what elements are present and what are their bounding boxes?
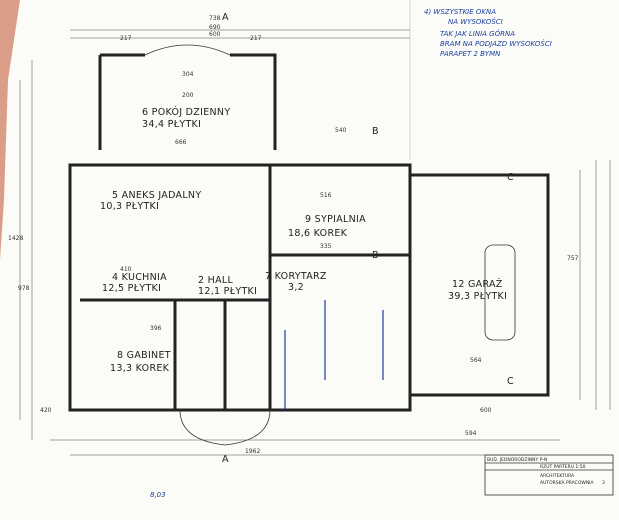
scan-edge-marking <box>0 0 20 260</box>
room-7-area: 39,3 PŁYTKI <box>448 291 507 302</box>
car-symbol <box>484 244 516 341</box>
svg-text:A: A <box>222 454 229 465</box>
room-6-area: 3,2 <box>288 282 304 293</box>
room-4-area: 12,5 PŁYTKI <box>102 283 161 294</box>
svg-text:335: 335 <box>320 243 332 250</box>
svg-text:600: 600 <box>480 407 492 414</box>
svg-text:304: 304 <box>182 71 194 78</box>
walls <box>68 44 550 446</box>
svg-text:594: 594 <box>465 430 477 437</box>
svg-text:540: 540 <box>335 127 347 134</box>
svg-text:738: 738 <box>209 15 221 22</box>
title-discipline: ARCHITEKTURA <box>540 473 575 479</box>
title-block: BUD. JEDNORODZINNY P-N RZUT PARTERU 1:50… <box>484 454 614 496</box>
svg-text:B: B <box>372 250 379 261</box>
svg-text:410: 410 <box>120 266 132 273</box>
svg-text:1962: 1962 <box>245 448 260 455</box>
room-1-area: 34,4 PŁYTKI <box>142 119 201 130</box>
svg-text:396: 396 <box>150 325 162 332</box>
svg-text:516: 516 <box>320 192 332 199</box>
title-sheet-number: 3 <box>602 480 605 486</box>
svg-text:690: 690 <box>209 24 221 31</box>
title-studio: AUTORSKA PRACOWNIA <box>540 480 595 486</box>
room-8-area: 13,3 KOREK <box>110 363 170 374</box>
dimension-lines <box>19 29 611 456</box>
room-7-name: 12 GARAŻ <box>452 279 503 290</box>
note-dimension: 8,03 <box>150 491 166 499</box>
room-6-name: 7 KORYTARZ <box>265 271 327 282</box>
room-8-name: 8 GABINET <box>117 350 171 361</box>
section-markers: A A B B C C <box>222 12 514 465</box>
svg-text:217: 217 <box>250 35 262 42</box>
svg-text:600: 600 <box>209 31 221 38</box>
svg-text:978: 978 <box>18 285 30 292</box>
note-line-3: TAK JAK LINIA GÓRNA <box>440 29 515 38</box>
room-3-area: 18,6 KOREK <box>288 228 348 239</box>
room-5-name: 2 HALL <box>198 275 233 286</box>
dimension-values: 738 690 600 217 217 304 200 666 540 516 … <box>8 15 579 455</box>
note-line-2: NA WYSOKOŚCI <box>448 17 503 26</box>
blue-markup-lines <box>284 300 384 410</box>
room-1-name: 6 POKÓJ DZIENNY <box>142 106 230 118</box>
room-2-area: 10,3 PŁYTKI <box>100 201 159 212</box>
svg-text:1428: 1428 <box>8 235 23 242</box>
title-project: BUD. JEDNORODZINNY P-N <box>487 457 547 463</box>
svg-text:200: 200 <box>182 92 194 99</box>
room-labels: 6 POKÓJ DZIENNY 34,4 PŁYTKI 5 ANEKS JADA… <box>100 106 507 374</box>
title-sheet: RZUT PARTERU 1:50 <box>540 464 586 470</box>
note-line-4: BRAM NA PODJAZD WYSOKOŚCI <box>440 39 552 48</box>
svg-text:217: 217 <box>120 35 132 42</box>
svg-text:A: A <box>222 12 229 23</box>
room-3-name: 9 SYPIALNIA <box>305 214 366 225</box>
room-5-area: 12,1 PŁYTKI <box>198 286 257 297</box>
svg-text:B: B <box>372 126 379 137</box>
svg-text:C: C <box>507 376 514 387</box>
handwritten-notes: 4) WSZYSTKIE OKNA NA WYSOKOŚCI TAK JAK L… <box>150 8 552 499</box>
room-2-name: 5 ANEKS JADALNY <box>112 190 201 201</box>
svg-text:757: 757 <box>567 255 579 262</box>
svg-text:666: 666 <box>175 139 187 146</box>
room-4-name: 4 KUCHNIA <box>112 272 167 283</box>
svg-text:C: C <box>507 172 514 183</box>
note-line-1: 4) WSZYSTKIE OKNA <box>424 8 496 16</box>
svg-text:564: 564 <box>470 357 482 364</box>
note-line-5: PARAPET 2 BYMN <box>440 50 501 58</box>
svg-text:420: 420 <box>40 407 52 414</box>
